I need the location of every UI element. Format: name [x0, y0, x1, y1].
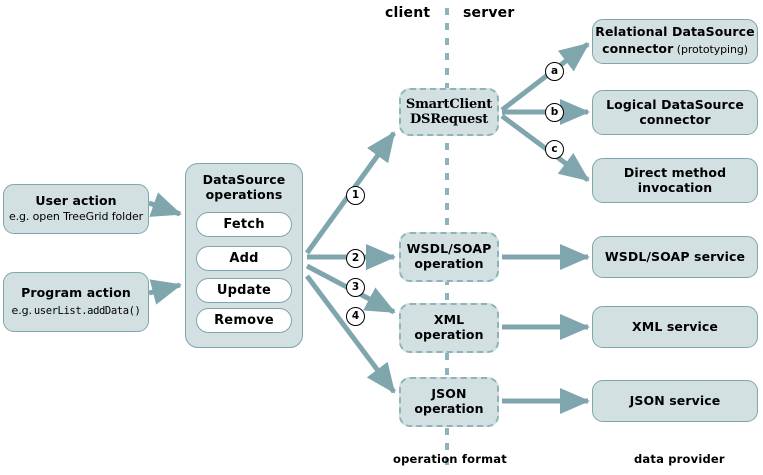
- program-action-subtitle-prefix: e.g.: [11, 303, 32, 317]
- direct-method-invocation-box[interactable]: Direct method invocation: [592, 158, 758, 203]
- operation-pill-add[interactable]: Add: [196, 246, 292, 271]
- program-action-box[interactable]: Program action e.g. userList.addData(): [3, 272, 149, 332]
- relational-datasource-connector-line1: Relational DataSource: [595, 23, 755, 39]
- datasource-operations-title-line2: operations: [205, 186, 283, 202]
- marker-number-2: 2: [346, 249, 365, 268]
- relational-datasource-connector-note: (prototyping): [673, 43, 748, 57]
- smartclient-dsrequest-line1: SmartClient: [405, 96, 493, 112]
- client-label: client: [385, 5, 431, 21]
- wsdl-soap-service-box[interactable]: WSDL/SOAP service: [592, 236, 758, 278]
- user-action-subtitle: e.g. open TreeGrid folder: [8, 210, 144, 224]
- logical-datasource-connector-line1: Logical DataSource: [606, 96, 744, 112]
- operation-format-footer-label: operation format: [393, 452, 507, 466]
- user-action-title: User action: [35, 192, 117, 208]
- arrow-dsrequest-to-relational: [500, 42, 590, 112]
- smartclient-dsrequest-box[interactable]: SmartClient DSRequest: [399, 88, 499, 136]
- marker-letter-a: a: [545, 62, 564, 81]
- relational-datasource-connector-box[interactable]: Relational DataSource connector (prototy…: [592, 19, 758, 64]
- direct-method-invocation-line1: Direct method: [623, 164, 727, 180]
- arrow-user-action-to-datasource: [148, 192, 182, 217]
- program-action-subtitle: e.g. userList.addData(): [11, 303, 141, 318]
- datasource-operations-title-line1: DataSource: [202, 172, 286, 187]
- xml-operation-line2: operation: [414, 327, 484, 342]
- wsdl-soap-operation-box[interactable]: WSDL/SOAP operation: [399, 232, 499, 282]
- json-service-box[interactable]: JSON service: [592, 380, 758, 422]
- xml-service-box[interactable]: XML service: [592, 306, 758, 348]
- logical-datasource-connector-box[interactable]: Logical DataSource connector: [592, 90, 758, 135]
- wsdl-soap-operation-line2: operation: [414, 256, 484, 271]
- server-label: server: [463, 5, 515, 21]
- arrow-program-action-to-datasource: [148, 279, 182, 305]
- marker-number-3: 3: [346, 278, 365, 297]
- json-operation-line2: operation: [414, 401, 484, 416]
- operation-pill-update[interactable]: Update: [196, 278, 292, 303]
- operation-pill-remove[interactable]: Remove: [196, 308, 292, 333]
- operation-pill-fetch[interactable]: Fetch: [196, 212, 292, 237]
- logical-datasource-connector-line2: connector: [639, 111, 711, 127]
- marker-number-1: 1: [346, 186, 365, 205]
- marker-letter-c: c: [545, 140, 564, 159]
- wsdl-soap-operation-line1: WSDL/SOAP: [406, 241, 492, 257]
- relational-datasource-connector-line2-main: connector: [602, 41, 674, 57]
- marker-number-4: 4: [346, 307, 365, 326]
- json-operation-box[interactable]: JSON operation: [399, 377, 499, 427]
- relational-datasource-connector-line2: connector (prototyping): [602, 39, 748, 58]
- user-action-box[interactable]: User action e.g. open TreeGrid folder: [3, 184, 149, 234]
- json-operation-line1: JSON: [431, 386, 467, 402]
- xml-operation-line1: XML: [433, 312, 465, 328]
- smartclient-dsrequest-line2: DSRequest: [409, 112, 489, 127]
- marker-letter-b: b: [545, 103, 564, 122]
- program-action-subtitle-code: userList.addData(): [33, 304, 141, 317]
- xml-service-label: XML service: [632, 318, 718, 334]
- wsdl-soap-service-label: WSDL/SOAP service: [604, 248, 746, 264]
- xml-operation-box[interactable]: XML operation: [399, 303, 499, 353]
- json-service-label: JSON service: [629, 392, 721, 408]
- program-action-title: Program action: [21, 285, 131, 301]
- data-provider-footer-label: data provider: [634, 452, 725, 466]
- direct-method-invocation-line2: invocation: [637, 179, 713, 195]
